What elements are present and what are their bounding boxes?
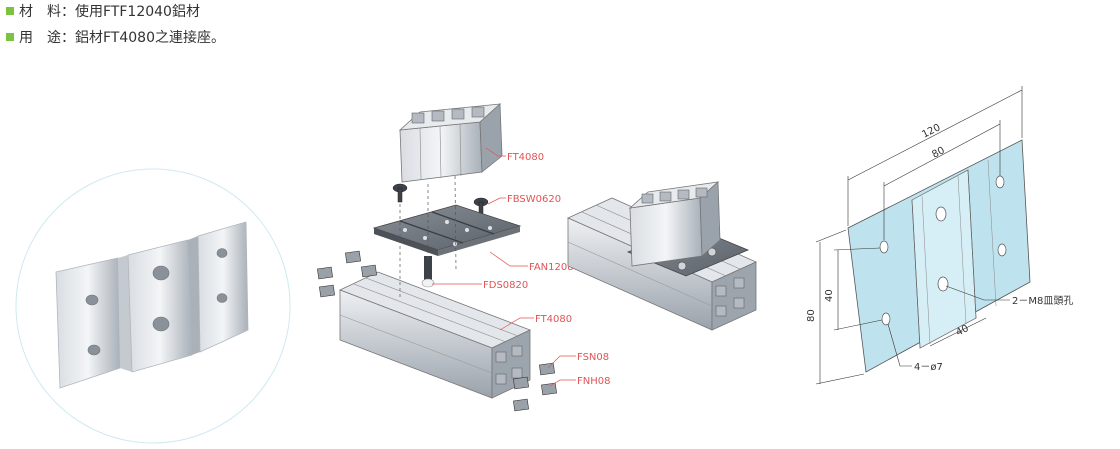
usage-value: 鋁材FT4080之連接座。 — [75, 30, 225, 46]
dim-hole-count: 4－ø7 — [914, 362, 943, 373]
callout-ft4080-top: FT4080 — [507, 152, 544, 163]
connector-plate — [372, 204, 522, 256]
dim-width-total: 120 — [920, 122, 942, 140]
usage-label: 用 途： — [19, 30, 75, 46]
callout-fds0820: FDS0820 — [483, 280, 528, 291]
bullet-icon — [6, 33, 14, 41]
callout-fbsw0620: FBSW0620 — [507, 194, 561, 205]
nuts — [317, 250, 557, 412]
dim-height-inner: 40 — [824, 289, 835, 302]
callout-fan12080: FAN12080 — [529, 262, 580, 273]
material-row: 材 料：使用FTF12040鋁材 — [6, 2, 200, 22]
product-photo — [15, 168, 291, 444]
exploded-view: FT4080 FBSW0620 FAN12080 FDS0820 FT4080 … — [317, 103, 610, 412]
usage-row: 用 途：鋁材FT4080之連接座。 — [6, 28, 225, 48]
dimension-drawing: 120 80 80 40 40 2－M8皿頭孔 4－ø7 — [806, 86, 1073, 385]
material-label: 材 料： — [19, 4, 75, 20]
material-value: 使用FTF12040鋁材 — [75, 4, 200, 20]
dim-spacing: 40 — [954, 323, 970, 339]
dim-width-inner: 80 — [930, 145, 946, 161]
profile-top — [398, 103, 503, 183]
callout-ft4080-bottom: FT4080 — [535, 314, 572, 325]
dim-hole-note: 2－M8皿頭孔 — [1012, 295, 1073, 307]
callout-fsn08: FSN08 — [577, 352, 609, 363]
assembled-view — [567, 181, 757, 331]
set-screw — [421, 256, 435, 288]
callout-fnh08: FNH08 — [577, 376, 610, 387]
dim-height-total: 80 — [806, 309, 817, 322]
bullet-icon — [6, 7, 14, 15]
